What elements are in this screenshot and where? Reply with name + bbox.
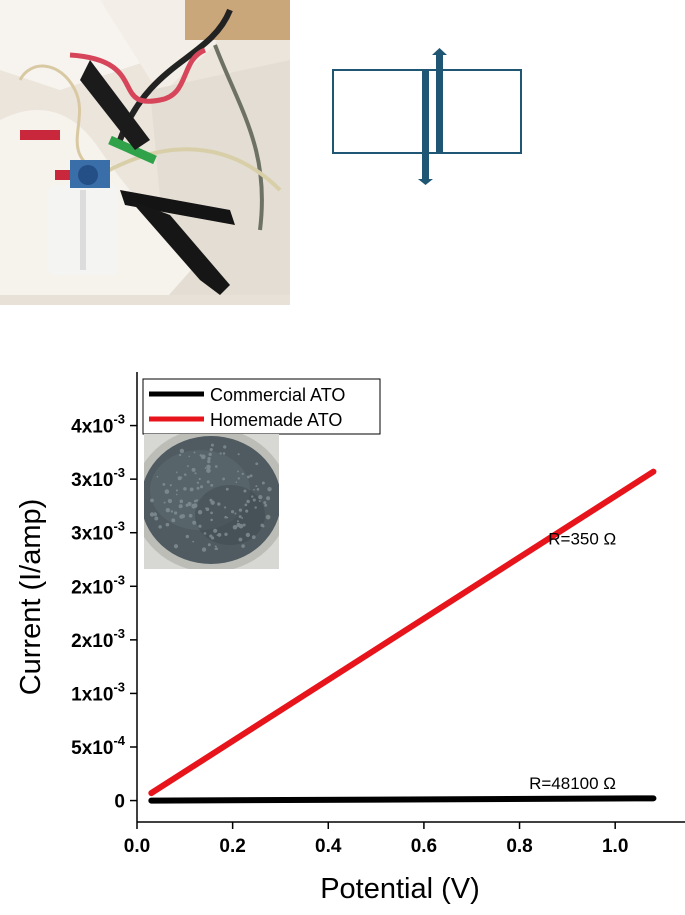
series-line-homemade-ato <box>148 468 657 797</box>
inset-sample-photo <box>144 434 279 569</box>
x-tick-label: 0.8 <box>506 836 532 857</box>
x-axis-title: Potential (V) <box>320 873 480 905</box>
setup-photo <box>0 0 290 305</box>
y-tick-label: 1x10-3 <box>71 679 125 705</box>
y-tick-label: 5x10-4 <box>71 733 126 759</box>
legend: Commercial ATO Homemade ATO <box>142 378 381 435</box>
y-tick-label: 3x10-3 <box>71 465 125 491</box>
x-tick-label: 0.6 <box>411 836 437 857</box>
iv-chart: 0.0 0.2 0.4 0.6 0.8 1.0 0 5x10-4 1x10-3 2x10-3 2x1… <box>0 340 685 910</box>
electrode-strip-left <box>422 69 429 181</box>
x-tick-label: 0.2 <box>219 836 245 857</box>
x-tick-label: 1.0 <box>602 836 628 857</box>
y-tick-label: 3x10-3 <box>71 519 125 545</box>
y-axis-title: Current (I/amp) <box>15 499 47 696</box>
series-line-commercial-ato <box>148 795 657 804</box>
arrow-down-icon <box>418 179 433 185</box>
x-tick-label: 0.0 <box>124 836 150 857</box>
resistance-annotation: R=48100 Ω <box>529 774 616 793</box>
legend-label-commercial: Commercial ATO <box>210 385 345 405</box>
y-tick-label: 2x10-3 <box>71 626 125 652</box>
resistance-annotation: R=350 Ω <box>548 530 616 549</box>
arrow-up-icon <box>432 48 447 55</box>
y-tick-label: 2x10-3 <box>71 572 125 598</box>
y-tick-label: 4x10-3 <box>71 412 125 438</box>
y-tick-label: 0 <box>114 792 125 813</box>
electrode-strip-right <box>436 53 443 153</box>
x-tick-label: 0.4 <box>315 836 342 857</box>
electrode-diagram <box>325 45 530 185</box>
legend-label-homemade: Homemade ATO <box>210 410 342 430</box>
